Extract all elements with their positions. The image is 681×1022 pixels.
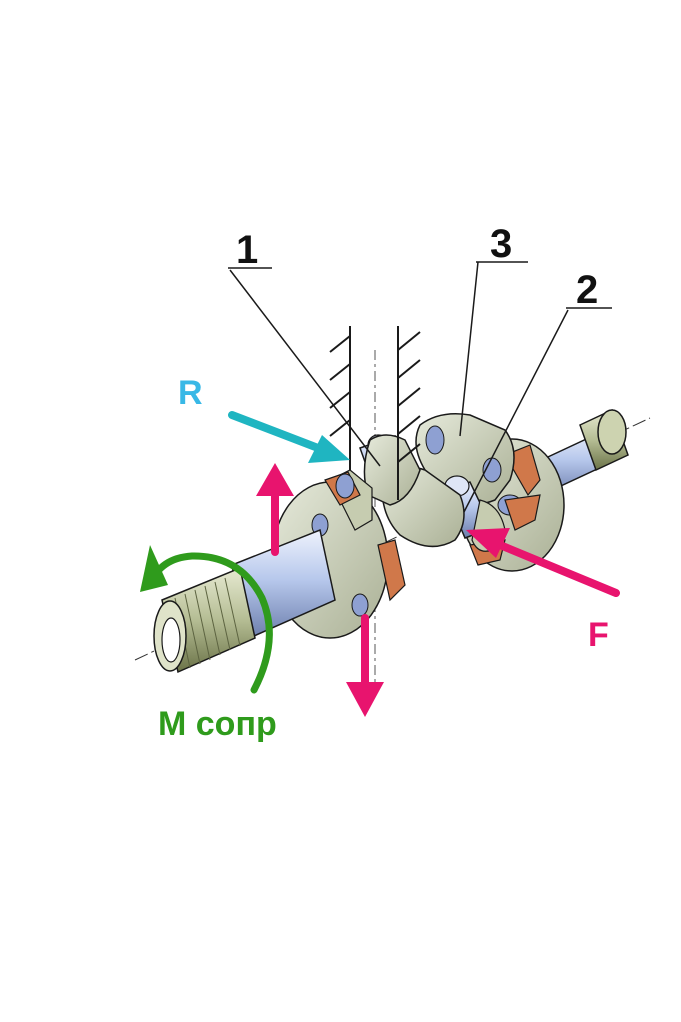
- force-label-R: R: [178, 374, 203, 412]
- force-arrow-F: [466, 528, 620, 597]
- down-force-arrow: [346, 614, 384, 717]
- leader-lines: [228, 261, 612, 513]
- leader-line-1-pointer: [229, 269, 381, 467]
- part-label-2: 2: [576, 268, 599, 312]
- bearing-support: [329, 326, 421, 500]
- part-label-3: 3: [490, 222, 513, 266]
- center-crank-web: [363, 434, 421, 506]
- up-force-arrow: [256, 463, 294, 556]
- part-label-1: 1: [236, 228, 259, 272]
- leader-line-3-pointer: [459, 261, 479, 437]
- reaction-arrow-R: [228, 411, 350, 463]
- moment-arrow: [140, 545, 273, 694]
- leader-line-2-pointer: [463, 309, 569, 513]
- left-shaft: [153, 528, 336, 674]
- moment-label: М сопр: [158, 705, 277, 743]
- force-label-F: F: [588, 616, 609, 654]
